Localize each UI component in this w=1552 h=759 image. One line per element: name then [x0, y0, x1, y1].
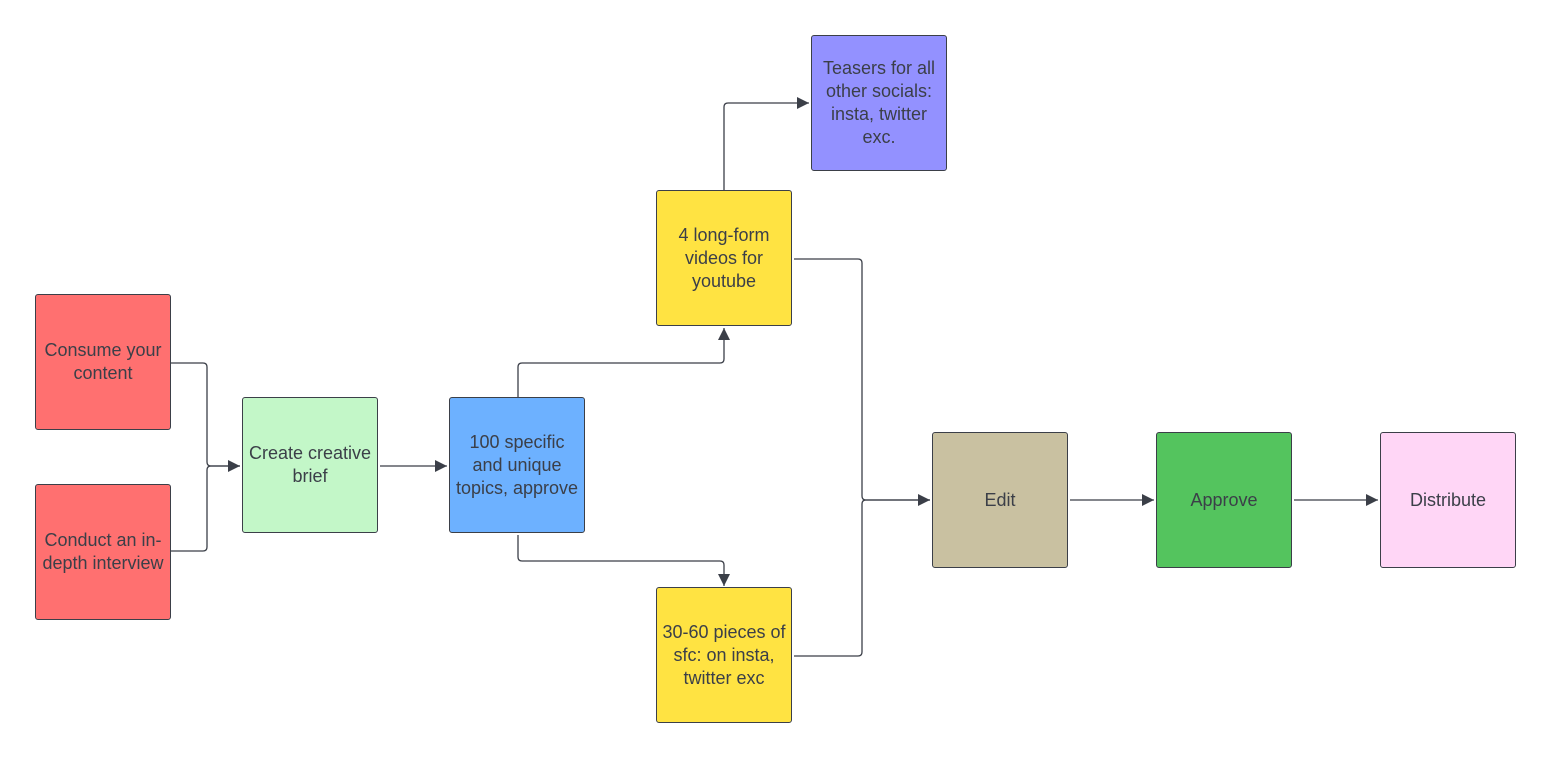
node-label: Distribute	[1409, 489, 1487, 510]
node-distribute[interactable]: Distribute	[1380, 432, 1516, 568]
node-label: Approve	[1190, 489, 1258, 510]
node-label: Create creative brief	[248, 443, 372, 486]
edge-topics-to-longform	[517, 328, 730, 397]
edge-topics-to-sfc	[517, 535, 730, 586]
edge-consume-to-brief	[171, 362, 240, 472]
node-label: Edit	[984, 489, 1016, 510]
node-label: Teasers for all other socials: insta, tw…	[822, 58, 936, 147]
node-conduct-interview[interactable]: Conduct an in-depth interview	[35, 484, 171, 620]
edge-sfc-to-edit	[794, 499, 930, 657]
node-label: Consume your content	[44, 340, 162, 383]
edge-interview-to-brief	[171, 465, 240, 552]
node-topics[interactable]: 100 specific and unique topics, approve	[449, 397, 585, 533]
node-teasers[interactable]: Teasers for all other socials: insta, tw…	[811, 35, 947, 171]
edge-longform-to-teasers	[723, 97, 809, 190]
node-creative-brief[interactable]: Create creative brief	[242, 397, 378, 533]
node-label: 4 long-form videos for youtube	[678, 224, 770, 291]
node-label: 30-60 pieces of sfc: on insta, twitter e…	[662, 621, 786, 688]
node-label: 100 specific and unique topics, approve	[455, 431, 579, 498]
node-consume-content[interactable]: Consume your content	[35, 294, 171, 430]
node-approve[interactable]: Approve	[1156, 432, 1292, 568]
node-edit[interactable]: Edit	[932, 432, 1068, 568]
node-short-form-content[interactable]: 30-60 pieces of sfc: on insta, twitter e…	[656, 587, 792, 723]
edge-longform-to-edit	[794, 258, 930, 506]
node-long-form-videos[interactable]: 4 long-form videos for youtube	[656, 190, 792, 326]
node-label: Conduct an in-depth interview	[42, 530, 164, 573]
